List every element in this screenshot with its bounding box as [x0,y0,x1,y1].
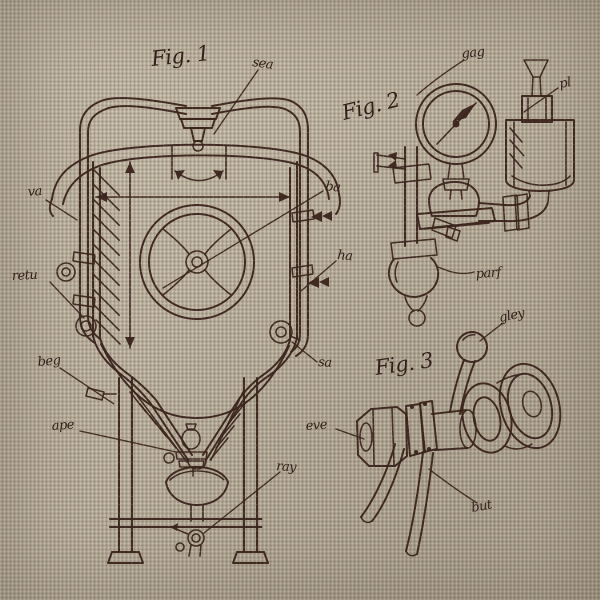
fig1-hatching [93,169,247,461]
fig2-label-pl: pl [558,75,572,92]
fig2-label-gag: gag [461,45,486,62]
fig3-label-gley: gley [498,306,527,326]
fig2-title-text: Fig. 2 [338,87,402,125]
fig2-pressure-gauge [415,83,497,200]
fig3-flange-wheel [461,362,562,454]
fig1-title-text: Fig. 1 [149,41,211,71]
fig1-stand [107,377,269,564]
fig3-ball-lever [449,331,488,415]
fig1-tank-drawing: Fig. 1 sea va retu ba ha sa beg ape ray [11,41,353,564]
fig1-top-inlet [175,107,221,152]
fig1-handwheel [139,204,255,320]
fig3-valve-body [356,400,477,467]
fig1-label-ray: ray [276,459,298,475]
fig3-label-leaders [335,322,504,504]
fig1-label-ape: ape [51,417,75,434]
fig1-label-retu: retu [11,268,37,284]
fig1-side-pipes [56,97,332,357]
fig1-agitator [85,387,208,477]
fig2-left-pipe [373,146,440,327]
fig2-right-pipe-and-cylinder [478,59,575,232]
fig2-valve-body [416,181,496,242]
fig1-small-valve-wheel [269,320,301,344]
fig2-label-leaders [416,59,559,275]
fig1-label-sea: sea [251,55,274,73]
fig1-label-va: va [27,184,42,200]
fig1-label-sa: sa [318,355,332,371]
fig1-tank-shell [48,143,341,470]
fig1-label-ha: ha [337,248,353,264]
fig3-label-but: but [470,497,494,516]
fig3-title-text: Fig. 3 [372,348,434,380]
fig3-label-eve: eve [305,417,328,434]
fig2-label-parf: parf [475,265,504,282]
fig1-label-leaders [45,69,337,534]
fig3-fork-handles [360,443,434,557]
fig1-label-beg: beg [37,353,61,370]
fig3-valve-drawing: Fig. 3 gley eve but [305,306,562,557]
fig2-gauge-drawing: Fig. 2 gag pl parf [338,45,575,327]
fig1-label-ba: ba [325,179,342,195]
fig1-dimension-lines [95,145,291,349]
